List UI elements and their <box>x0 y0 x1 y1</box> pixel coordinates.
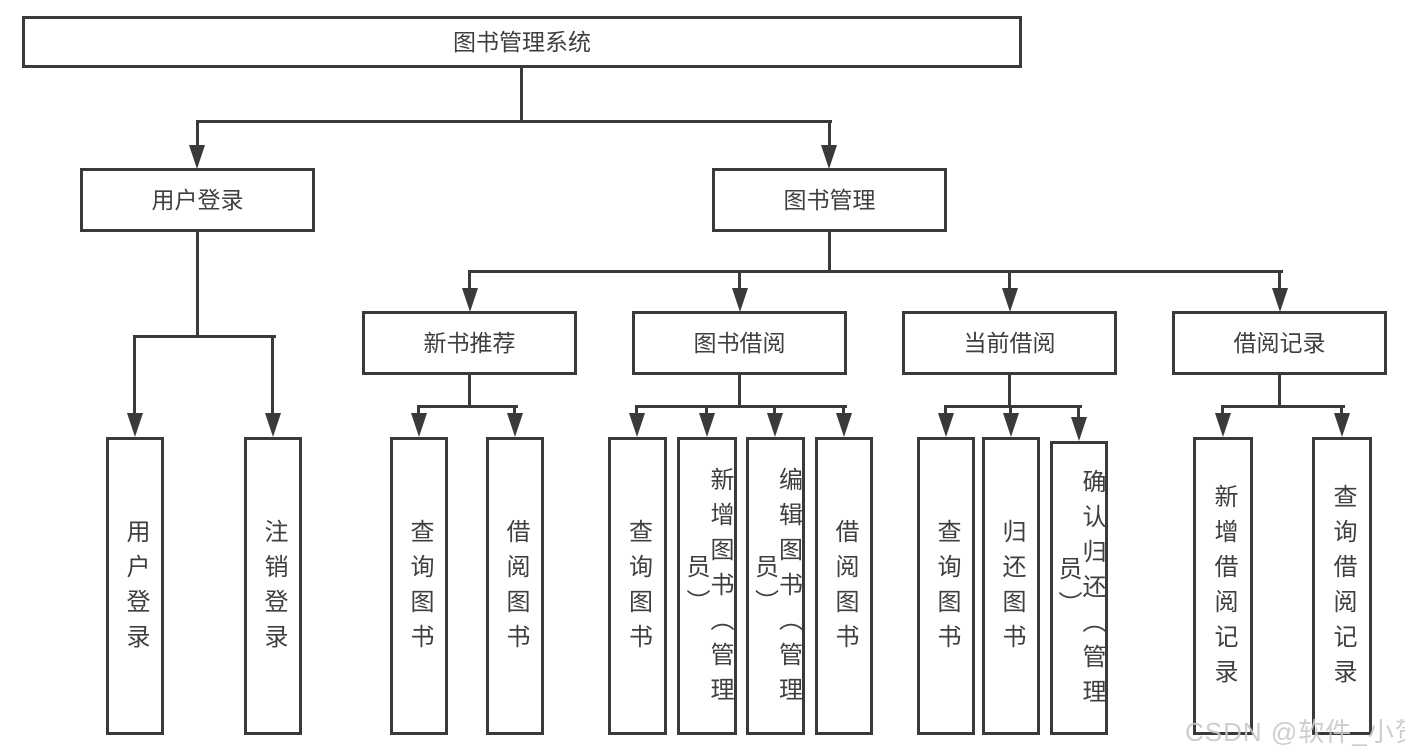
arrow-down-icon <box>1215 413 1231 437</box>
connector-drop-leaf <box>635 405 638 417</box>
connector-bus <box>944 405 1082 408</box>
arrow-down-icon <box>1334 413 1350 437</box>
node-root: 图书管理系统 <box>22 16 1022 68</box>
connector-book-mgmt-bus <box>468 270 1283 273</box>
arrow-down-icon <box>821 145 837 169</box>
leaf-label: 新增借阅记录 <box>1210 484 1237 694</box>
connector-stem <box>468 375 471 408</box>
connector-drop-l3 <box>1008 270 1011 292</box>
node-book-borrow-label: 图书借阅 <box>693 329 786 356</box>
arrow-down-icon <box>1003 413 1019 437</box>
connector-drop-leaf <box>705 405 708 417</box>
arrow-down-icon <box>767 413 783 437</box>
connector-drop-l3 <box>1278 270 1281 292</box>
arrow-down-icon <box>462 288 478 312</box>
node-book-management-label: 图书管理 <box>783 186 876 213</box>
csdn-watermark: CSDN @软件_小贺同学 <box>1185 717 1405 747</box>
connector-root-stem <box>520 68 523 120</box>
node-borrow-records: 借阅记录 <box>1172 311 1387 375</box>
leaf-add-books-admin: 新增图书（管理员） <box>677 437 737 735</box>
connector-bus <box>635 405 847 408</box>
node-book-borrow: 图书借阅 <box>632 311 847 375</box>
arrow-down-icon <box>265 413 281 437</box>
leaf-label: 借阅图书 <box>502 519 529 659</box>
leaf-borrow-books-recommend: 借阅图书 <box>486 437 544 735</box>
arrow-down-icon <box>1272 288 1288 312</box>
connector-drop-l3 <box>468 270 471 292</box>
connector-drop-leaf <box>133 335 136 417</box>
connector-stem <box>1008 375 1011 408</box>
leaf-query-borrow-record: 查询借阅记录 <box>1312 437 1372 735</box>
node-book-management: 图书管理 <box>712 168 947 232</box>
connector-drop-leaf <box>773 405 776 417</box>
connector-root-bus <box>196 120 832 123</box>
connector-drop-user-login <box>196 120 199 148</box>
leaf-query-books-recommend: 查询图书 <box>390 437 448 735</box>
arrow-down-icon <box>411 413 427 437</box>
node-new-book-recommend: 新书推荐 <box>362 311 577 375</box>
leaf-label: 查询图书 <box>933 519 960 659</box>
leaf-label: 新增图书（管理员） <box>682 466 733 712</box>
node-new-book-recommend-label: 新书推荐 <box>423 329 516 356</box>
connector-drop-leaf <box>513 405 516 417</box>
leaf-label: 查询借阅记录 <box>1329 484 1356 694</box>
arrow-down-icon <box>732 288 748 312</box>
leaf-label: 确认归还（管理员） <box>1054 468 1105 714</box>
node-current-borrow-label: 当前借阅 <box>963 329 1056 356</box>
node-root-label: 图书管理系统 <box>453 28 591 55</box>
arrow-down-icon <box>507 413 523 437</box>
leaf-confirm-return-admin: 确认归还（管理员） <box>1050 441 1108 735</box>
connector-bus <box>417 405 518 408</box>
arrow-down-icon <box>836 413 852 437</box>
arrow-down-icon <box>938 413 954 437</box>
node-user-login-label: 用户登录 <box>151 186 244 213</box>
leaf-label: 编辑图书（管理员） <box>750 466 802 712</box>
connector-drop-leaf <box>271 335 274 417</box>
leaf-user-login: 用户登录 <box>106 437 164 735</box>
leaf-logout-login: 注销登录 <box>244 437 302 735</box>
node-user-login: 用户登录 <box>80 168 315 232</box>
node-current-borrow: 当前借阅 <box>902 311 1117 375</box>
leaf-add-borrow-record: 新增借阅记录 <box>1193 437 1253 735</box>
connector-drop-leaf <box>417 405 420 417</box>
arrow-down-icon <box>189 145 205 169</box>
connector-stem <box>738 375 741 408</box>
leaf-query-books-current: 查询图书 <box>917 437 975 735</box>
connector-drop-book-mgmt <box>828 120 831 148</box>
connector-drop-leaf <box>1009 405 1012 417</box>
leaf-label: 借阅图书 <box>831 519 858 659</box>
node-borrow-records-label: 借阅记录 <box>1233 329 1326 356</box>
leaf-edit-books-admin: 编辑图书（管理员） <box>746 437 805 735</box>
arrow-down-icon <box>699 413 715 437</box>
leaf-return-books: 归还图书 <box>982 437 1040 735</box>
arrow-down-icon <box>1002 288 1018 312</box>
connector-drop-l3 <box>738 270 741 292</box>
connector-stem <box>1278 375 1281 408</box>
leaf-borrow-books: 借阅图书 <box>815 437 873 735</box>
leaf-label: 用户登录 <box>122 519 149 659</box>
leaf-label: 查询图书 <box>406 519 433 659</box>
leaf-label: 注销登录 <box>260 519 287 659</box>
connector-user-login-stem <box>196 232 199 338</box>
connector-drop-leaf <box>1077 405 1080 417</box>
arrow-down-icon <box>127 413 143 437</box>
connector-drop-leaf <box>944 405 947 417</box>
leaf-label: 归还图书 <box>998 519 1025 659</box>
connector-drop-leaf <box>842 405 845 417</box>
leaf-label: 查询图书 <box>624 519 652 659</box>
connector-drop-leaf <box>1221 405 1224 417</box>
arrow-down-icon <box>1071 417 1087 441</box>
connector-bus <box>1221 405 1345 408</box>
arrow-down-icon <box>629 413 645 437</box>
connector-book-mgmt-stem <box>828 232 831 273</box>
leaf-query-books-borrow: 查询图书 <box>608 437 667 735</box>
connector-user-login-bus <box>133 335 276 338</box>
connector-drop-leaf <box>1340 405 1343 417</box>
